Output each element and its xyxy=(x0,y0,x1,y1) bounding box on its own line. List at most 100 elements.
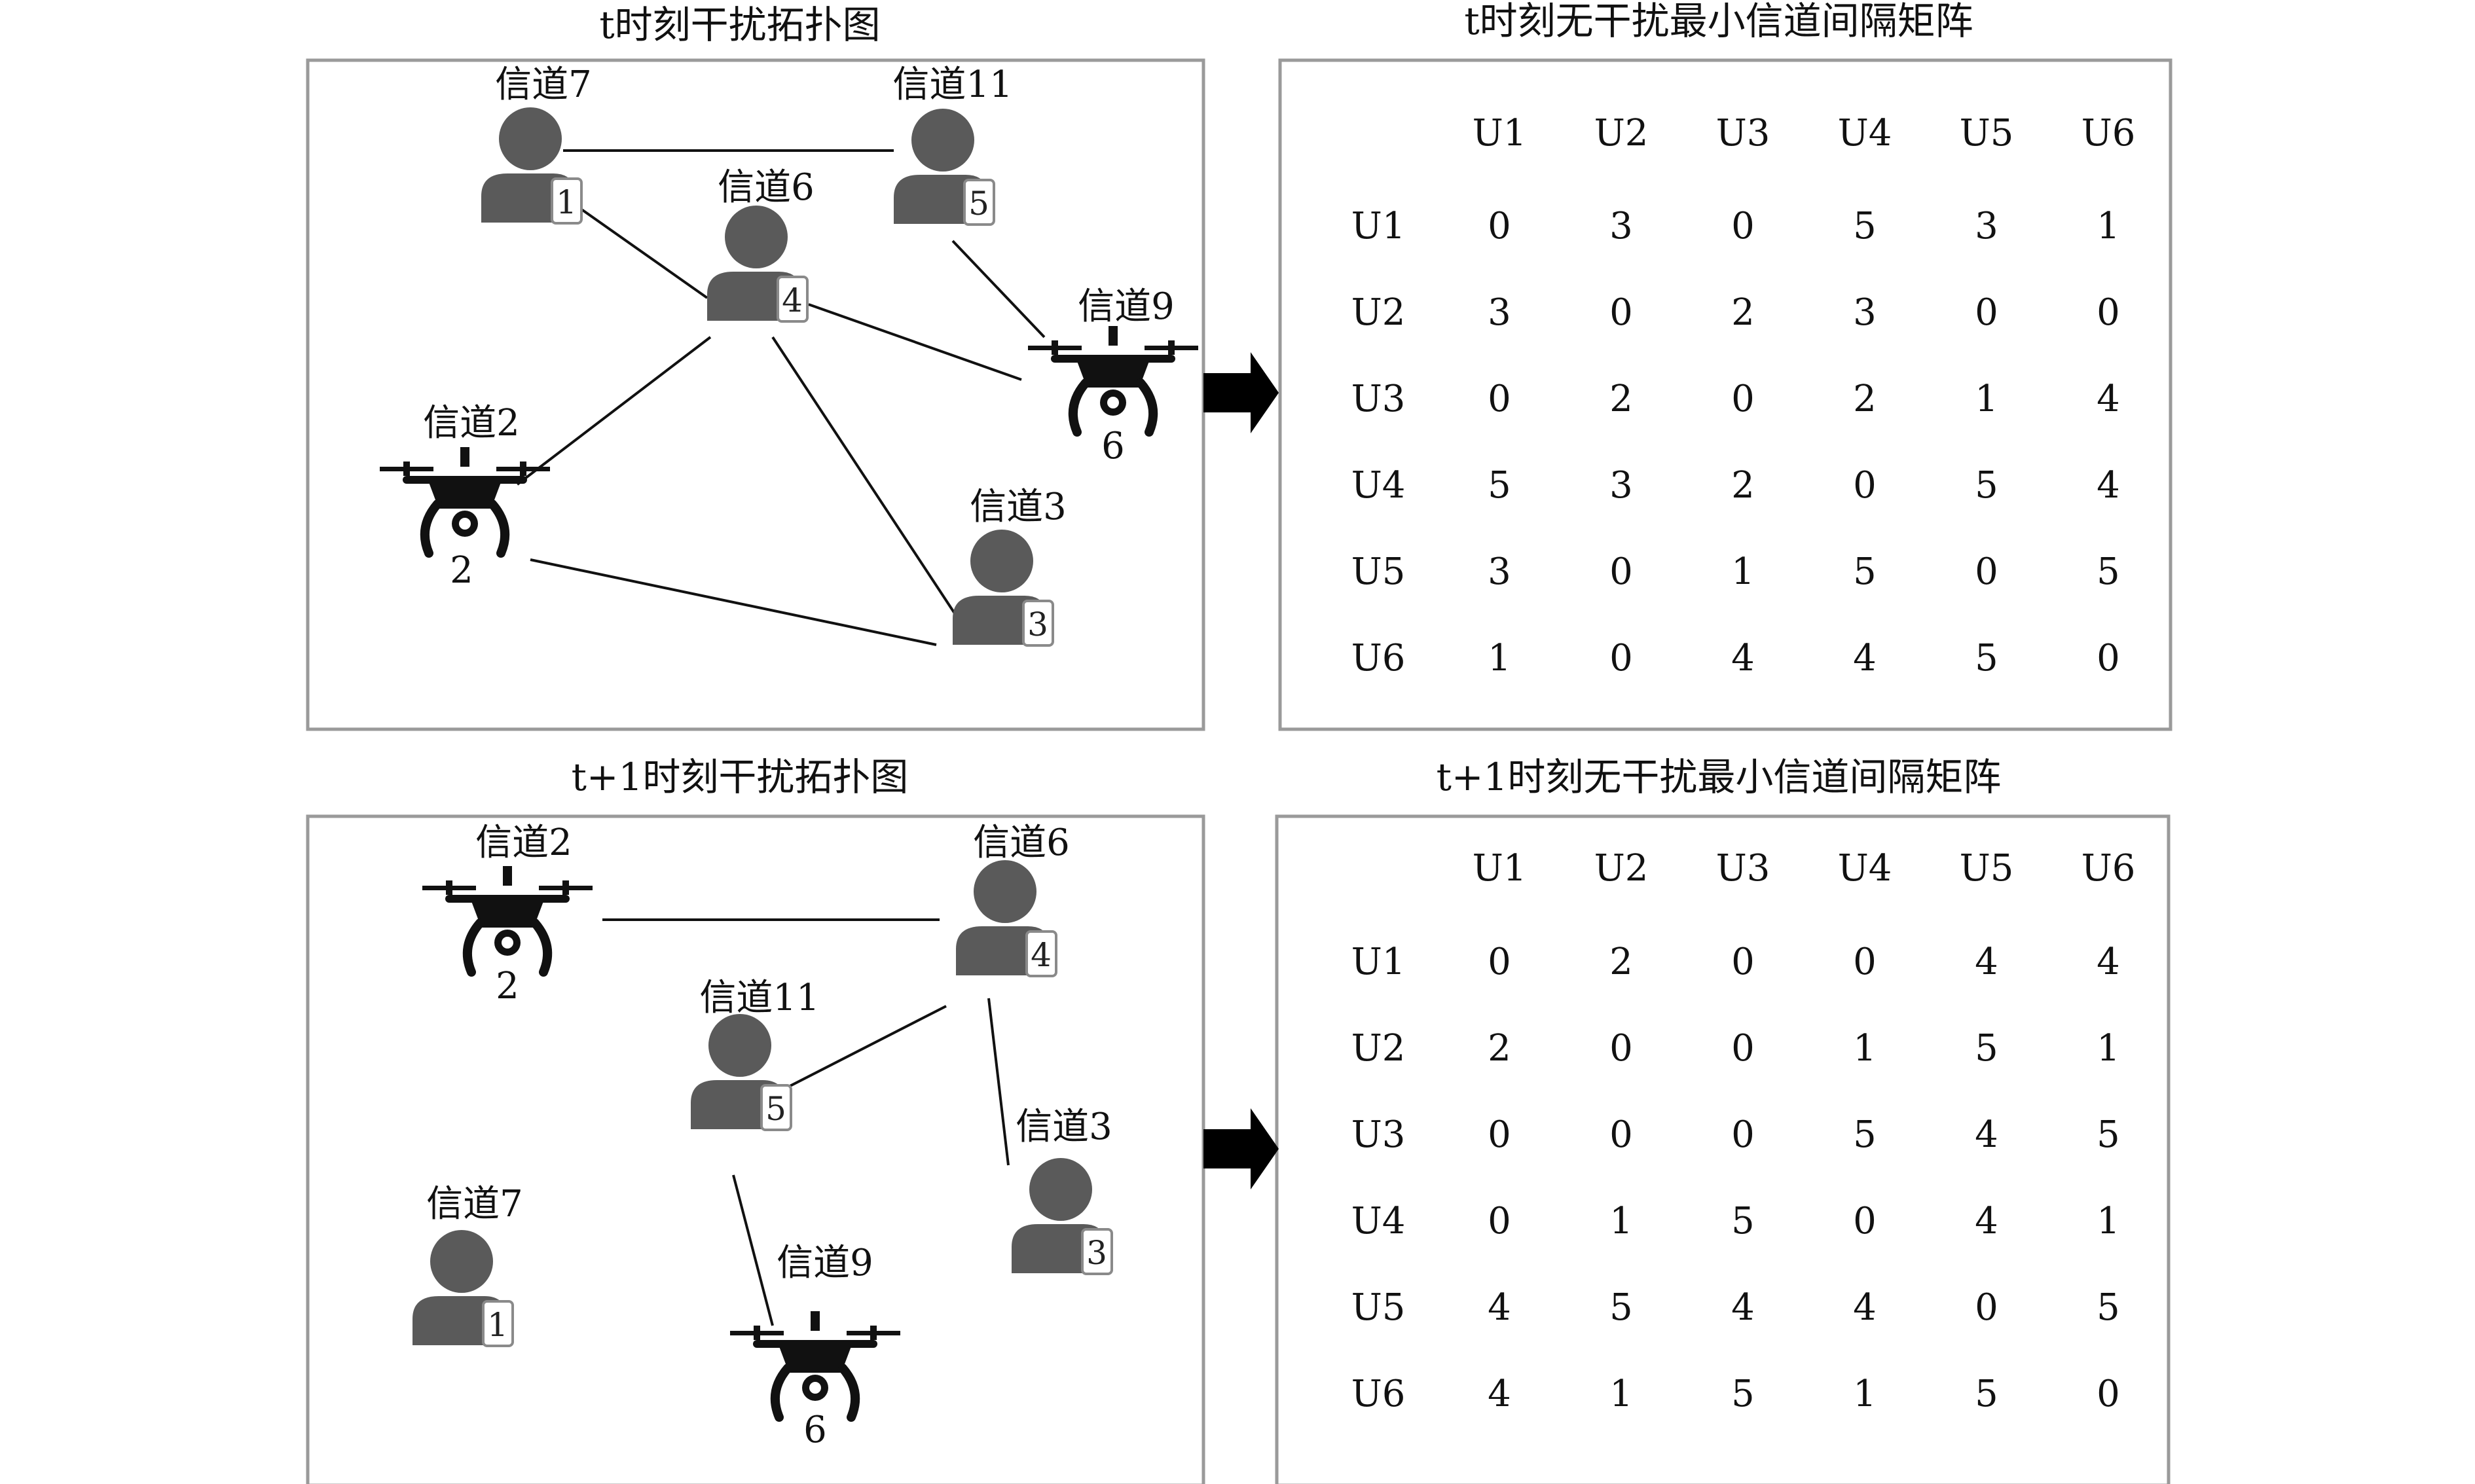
drone-icon xyxy=(1028,326,1198,437)
matrix-cell: 0 xyxy=(1609,1113,1633,1156)
channel-label: 信道7 xyxy=(426,1183,523,1225)
drone-id-label: 2 xyxy=(450,549,473,592)
matrix-cell: 4 xyxy=(1488,1373,1511,1415)
node-id-badge: 1 xyxy=(487,1306,508,1344)
user-node: 1 xyxy=(412,1230,514,1347)
matrix-cell: 5 xyxy=(1853,205,1877,247)
phone-badge-icon: 3 xyxy=(1022,600,1054,647)
interference-edge xyxy=(562,195,708,299)
matrix-row-header: U2 xyxy=(1351,291,1406,334)
matrix-col-header: U4 xyxy=(1838,112,1892,154)
matrix-cell: 2 xyxy=(1731,464,1755,507)
channel-label: 信道6 xyxy=(718,166,815,209)
matrix-cell: 5 xyxy=(1731,1373,1755,1415)
matrix-cell: 0 xyxy=(1609,637,1633,679)
matrix-cell: 4 xyxy=(2097,941,2120,983)
user-node: 1 xyxy=(481,107,583,225)
drone-id-label: 2 xyxy=(496,965,519,1007)
matrix-cell: 4 xyxy=(1975,1113,1998,1156)
channel-label: 信道11 xyxy=(892,63,1012,106)
user-node: 5 xyxy=(894,109,995,226)
drone-node xyxy=(380,447,550,558)
matrix-cell: 3 xyxy=(1853,291,1877,334)
user-node: 4 xyxy=(956,860,1057,977)
matrix-cell: 4 xyxy=(1975,941,1998,983)
matrix-cell: 0 xyxy=(1609,551,1633,593)
matrix-cell: 5 xyxy=(2097,1113,2120,1156)
phone-badge-icon: 4 xyxy=(1025,930,1057,977)
edges-t1 xyxy=(602,918,1010,1326)
arrow-icon xyxy=(1203,352,1279,433)
matrix-cell: 4 xyxy=(1488,1286,1511,1329)
matrix-cell: 5 xyxy=(1609,1286,1633,1329)
matrix-cell: 1 xyxy=(2097,1027,2120,1070)
interference-edge xyxy=(951,240,1046,338)
matrix-cell: 0 xyxy=(1853,941,1877,983)
drone-icon xyxy=(730,1311,900,1422)
node-id-badge: 5 xyxy=(968,185,989,223)
matrix-row-header: U4 xyxy=(1351,464,1406,507)
matrix-row-header: U1 xyxy=(1351,205,1406,247)
matrix-col-header: U3 xyxy=(1716,112,1770,154)
matrix-col-header: U3 xyxy=(1716,847,1770,890)
interference-edge xyxy=(516,336,712,486)
matrix-cell: 5 xyxy=(1975,637,1998,679)
matrix-cell: 5 xyxy=(2097,551,2120,593)
matrix-cell: 0 xyxy=(1609,1027,1633,1070)
matrix-cell: 2 xyxy=(1731,291,1755,334)
matrix-cell: 2 xyxy=(1488,1027,1511,1070)
user-node: 4 xyxy=(707,206,809,323)
phone-badge-icon: 3 xyxy=(1081,1228,1113,1275)
matrix-col-header: U1 xyxy=(1473,847,1527,890)
node-id-badge: 3 xyxy=(1027,606,1048,643)
matrix-col-header: U1 xyxy=(1473,112,1527,154)
drone-id-label: 6 xyxy=(1101,425,1125,467)
phone-badge-icon: 5 xyxy=(963,179,995,226)
matrix-cell: 2 xyxy=(1609,378,1633,420)
drone-node xyxy=(422,866,593,977)
matrix-cell: 4 xyxy=(1853,637,1877,679)
drone-node xyxy=(1028,326,1198,437)
matrix-cell: 4 xyxy=(1731,637,1755,679)
topology-title-t1: t+1时刻干扰拓扑图 xyxy=(572,755,909,799)
phone-badge-icon: 5 xyxy=(760,1084,792,1131)
matrix-cell: 1 xyxy=(1488,637,1511,679)
matrix-cell: 5 xyxy=(1975,1373,1998,1415)
node-id-badge: 5 xyxy=(765,1090,786,1128)
matrix-col-header: U6 xyxy=(2081,847,2136,890)
matrix-cell: 5 xyxy=(1731,1200,1755,1242)
matrix-cell: 0 xyxy=(1731,205,1755,247)
drone-icon xyxy=(422,866,593,977)
matrix-cell: 0 xyxy=(1488,205,1511,247)
matrix-panel-t xyxy=(1278,58,2172,731)
matrix-cell: 0 xyxy=(2097,637,2120,679)
node-id-badge: 3 xyxy=(1086,1234,1107,1272)
edges-t xyxy=(516,149,1046,646)
matrix-cell: 1 xyxy=(2097,205,2120,247)
matrix-col-header: U6 xyxy=(2081,112,2136,154)
matrix-cell: 0 xyxy=(1975,1286,1998,1329)
node-id-badge: 1 xyxy=(556,183,577,221)
node-id-badge: 4 xyxy=(1031,936,1052,974)
matrix-cell: 0 xyxy=(1853,464,1877,507)
matrix-cell: 0 xyxy=(1975,291,1998,334)
matrix-cell: 1 xyxy=(1731,551,1755,593)
channel-label: 信道7 xyxy=(495,63,592,106)
user-node: 5 xyxy=(691,1014,792,1131)
matrix-row-header: U3 xyxy=(1351,1113,1406,1156)
matrix-cell: 5 xyxy=(2097,1286,2120,1329)
drone-icon xyxy=(380,447,550,558)
interference-edge xyxy=(775,1005,947,1095)
matrix-row-header: U1 xyxy=(1351,941,1406,983)
topology-title-t: t时刻干扰拓扑图 xyxy=(599,3,880,47)
matrix-row-header: U5 xyxy=(1351,1286,1406,1329)
interference-edge xyxy=(771,336,957,617)
matrix-cell: 5 xyxy=(1975,464,1998,507)
matrix-cell: 4 xyxy=(1853,1286,1877,1329)
matrix-cell: 3 xyxy=(1609,464,1633,507)
arrow-icon xyxy=(1203,1108,1279,1189)
channel-label: 信道9 xyxy=(1078,285,1175,328)
user-node: 3 xyxy=(953,530,1054,647)
interference-edge xyxy=(732,1174,774,1326)
